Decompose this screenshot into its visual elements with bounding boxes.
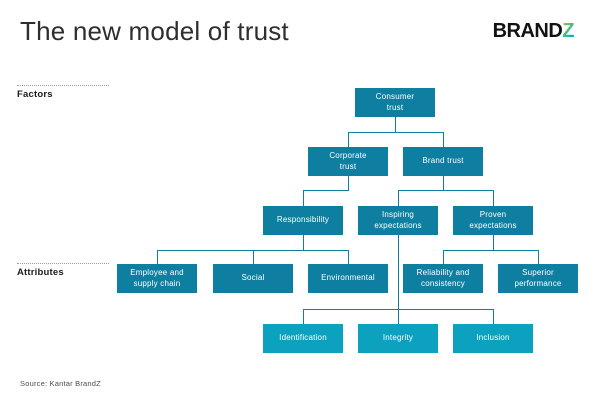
dotted-divider: [17, 85, 109, 86]
brandz-logo-brand: BRAND: [492, 20, 563, 42]
connector-line: [303, 190, 304, 206]
page-title: The new model of trust: [20, 16, 289, 46]
factors-row-label: Factors: [17, 85, 109, 100]
tree-node-environmental: Environmental: [308, 264, 388, 293]
connector-line: [398, 235, 399, 324]
tree-node-reliability-consistency: Reliability and consistency: [403, 264, 483, 293]
connector-line: [538, 250, 539, 264]
tree-node-integrity: Integrity: [358, 324, 438, 353]
tree-node-consumer-trust: Consumer trust: [355, 88, 435, 117]
connector-line: [348, 176, 349, 191]
brandz-logo: BRANDZ: [492, 20, 575, 43]
source-note: Source: Kantar BrandZ: [20, 379, 101, 388]
connector-line: [398, 190, 399, 206]
connector-line: [303, 190, 348, 191]
connector-line: [395, 117, 396, 133]
dotted-divider: [17, 263, 109, 264]
tree-node-corporate-trust: Corporate trust: [308, 147, 388, 176]
connector-line: [253, 250, 254, 264]
connector-line: [157, 250, 158, 264]
connector-line: [443, 132, 444, 147]
connector-line: [303, 235, 304, 250]
tree-node-brand-trust: Brand trust: [403, 147, 483, 176]
connector-line: [348, 250, 349, 264]
connector-line: [443, 250, 538, 251]
tree-node-inclusion: Inclusion: [453, 324, 533, 353]
tree-node-inspiring-expectations: Inspiring expectations: [358, 206, 438, 235]
connector-line: [348, 132, 443, 133]
connector-line: [493, 235, 494, 250]
connector-line: [493, 309, 494, 324]
connector-line: [493, 190, 494, 206]
connector-line: [157, 250, 348, 251]
connector-line: [348, 132, 349, 147]
connector-line: [443, 176, 444, 191]
tree-node-proven-expectations: Proven expectations: [453, 206, 533, 235]
attributes-label: Attributes: [17, 267, 64, 278]
tree-node-identification: Identification: [263, 324, 343, 353]
connector-line: [303, 309, 493, 310]
connector-line: [443, 250, 444, 264]
tree-node-employee-supply-chain: Employee and supply chain: [117, 264, 197, 293]
factors-label: Factors: [17, 89, 53, 100]
tree-node-superior-performance: Superior performance: [498, 264, 578, 293]
attributes-row-label: Attributes: [17, 263, 109, 278]
connector-line: [398, 190, 493, 191]
tree-node-responsibility: Responsibility: [263, 206, 343, 235]
connector-line: [303, 309, 304, 324]
tree-node-social: Social: [213, 264, 293, 293]
brandz-logo-z: Z: [562, 20, 574, 42]
